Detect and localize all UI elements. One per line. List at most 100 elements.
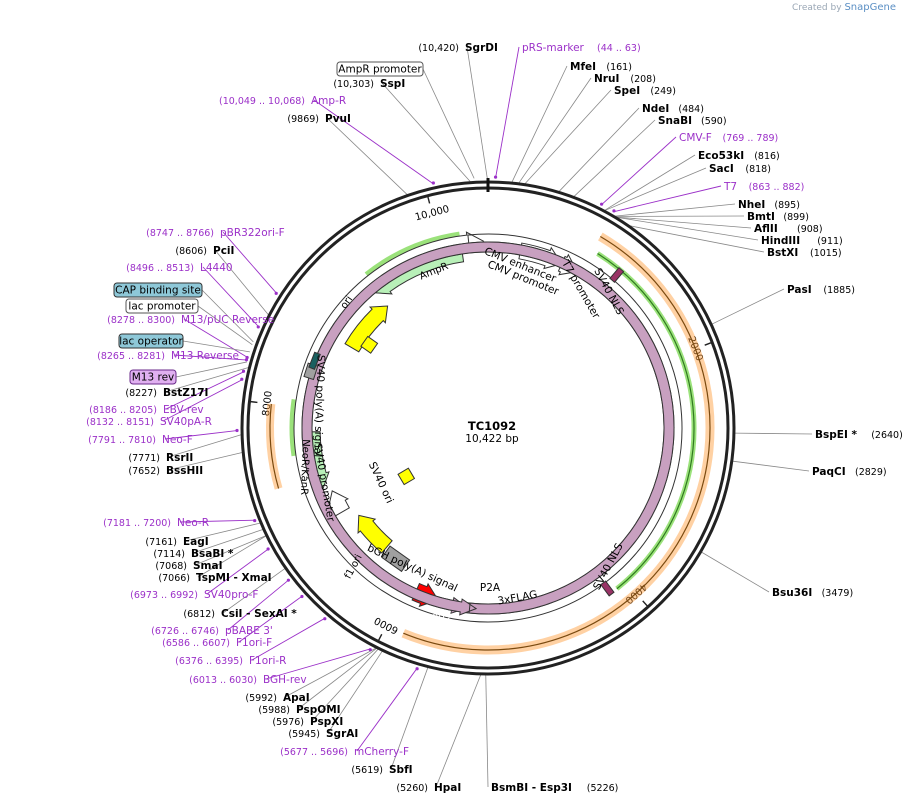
enzyme-site-hpai: HpaI(5260) [396,782,461,794]
enzyme-leader-bspei [734,432,813,435]
primer-leader-m13-puc-reverse [183,318,249,359]
primer-cmv-f: CMV-F(769 .. 789) [679,132,778,144]
orf-inner-arc-2 [289,398,297,457]
enzyme-name: ApaI [283,692,310,704]
enzyme-position: (908) [797,224,823,235]
enzyme-name: RsrII [166,452,193,464]
primer-leader-sv40pa-r [162,379,243,422]
primer-position: (44 .. 63) [597,43,641,54]
primer-mark-cmv-f [599,202,604,206]
enzyme-position: (7771) [128,453,160,464]
enzyme-leader-sgrai [327,650,383,734]
box-leader-m13-rev [175,361,247,378]
primer-leader-l4440 [202,266,260,328]
enzyme-site-sspi: SspI(10,303) [333,78,405,90]
primer-name: pRS-marker [522,42,585,54]
sv40-ori-block [397,467,416,486]
primer-name: SV40pA-R [160,416,212,428]
primer-name: mCherry-F [354,746,409,758]
primer-name: F1ori-R [249,655,286,667]
enzyme-position: (590) [701,116,727,127]
enzyme-position: (9869) [287,114,319,125]
enzyme-site-snabi: SnaBI(590) [658,115,727,127]
enzyme-name: PciI [213,245,234,257]
enzyme-name: Bsu36I [772,587,812,599]
enzyme-position: (10,420) [418,43,459,54]
enzyme-leader-hindiii [616,216,759,241]
enzyme-name: EagI [183,536,209,548]
enzyme-position: (7066) [158,573,190,584]
primer-name: F1ori-F [236,637,272,649]
enzyme-position: (5945) [288,729,320,740]
primer-mark-amp-r [431,181,435,185]
primer-mark-pbr322ori-f [274,291,278,295]
enzyme-site-pvui: PvuI (9869) [287,113,351,125]
primer-leader-sv40pro-f [206,548,270,595]
enzyme-site-eco53ki: Eco53kI(816) [698,150,780,162]
enzyme-name: NheI [738,199,765,211]
feature-box-label: M13 rev [132,372,175,384]
enzyme-position: (208) [630,74,656,85]
snapgene-credit: Created by SnapGene [792,2,896,13]
primer-position: (6586 .. 6607) [162,638,230,649]
enzyme-site-bspei: BspEI *(2640) [815,429,903,441]
box-leader-ampr-promoter [422,68,475,179]
enzyme-site-sgrdi: SgrDI(10,420) [418,42,498,54]
enzyme-leader-bsu36i [701,551,770,593]
enzyme-name: BssHII [166,465,203,477]
feature-box-cap-binding-site: CAP binding site [113,282,203,298]
enzyme-leader-aflii [616,216,752,229]
enzyme-position: (5619) [351,765,383,776]
enzyme-position: (5226) [587,783,619,794]
enzyme-position: (1015) [810,248,842,259]
enzyme-site-pspomi: PspOMI(5988) [258,704,340,716]
enzyme-position: (5976) [272,717,304,728]
primer-leader-t7 [613,185,722,213]
feature-label-sv40-poly-a-signal: SV40 poly(A) signal [311,355,327,458]
enzyme-name: PaqCI [812,466,846,478]
enzyme-leader-pvui [326,117,408,195]
enzyme-name: BstZ17I [163,387,208,399]
primer-leader-mcherry-f [356,667,418,752]
enzyme-position: (7652) [128,466,160,477]
primer-leader-neo-r [179,519,256,523]
enzyme-site-mfei: MfeI(161) [570,61,632,73]
orf-arc-2-line [269,403,280,489]
primer-name: EBV-rev [163,404,204,416]
enzyme-leader-paqci [732,460,810,472]
primer-position: (6376 .. 6395) [175,656,243,667]
enzyme-position: (818) [745,164,771,175]
ring-tick-6000 [377,633,383,642]
enzyme-name: TspMI - XmaI [196,572,272,584]
primer-position: (6013 .. 6030) [189,675,257,686]
enzyme-site-bmti: BmtI(899) [747,211,809,223]
3xflag-arrow [301,241,675,616]
primer-position: (5677 .. 5696) [280,747,348,758]
enzyme-leader-bstxi [629,225,765,253]
feature-box-label: lac promoter [128,301,196,313]
primer-name: SV40pro-F [204,589,258,601]
primer-mark-m13-reverse [244,358,249,362]
ring-tick-label: 10,000 [414,204,451,223]
enzyme-leader-bsmbi-esp3i [485,674,489,788]
feature-box-ampr-promoter: AmpR promoter [336,61,424,77]
enzyme-name: BsaBI * [191,548,234,560]
ring-tick-4000 [642,600,649,608]
enzyme-leader-rsrii [167,434,242,458]
enzyme-leader-sgrdi [466,46,489,182]
enzyme-leader-csii-sexai [222,568,286,614]
bgh-polya-block [381,545,411,573]
primer-position: (6726 .. 6746) [151,626,219,637]
enzyme-site-eagi: EagI(7161) [145,536,208,548]
primer-m13-puc-reverse: M13/pUC Reverse(8278 .. 8300) [107,314,274,326]
enzyme-leader-sbfi [390,667,429,770]
enzyme-site-rsrii: RsrII (7771) [128,452,193,464]
primer-neo-r: Neo-R(7181 .. 7200) [103,517,209,529]
primer-mark-f1ori-f [300,594,304,599]
primer-leader-f1ori-r [251,617,326,661]
primer-l4440: L4440(8496 .. 8513) [126,262,232,274]
enzyme-name: PvuI [325,113,351,125]
enzyme-position: (484) [678,104,704,115]
feature-box-frame [118,333,184,349]
enzyme-name: AflII [754,223,778,235]
